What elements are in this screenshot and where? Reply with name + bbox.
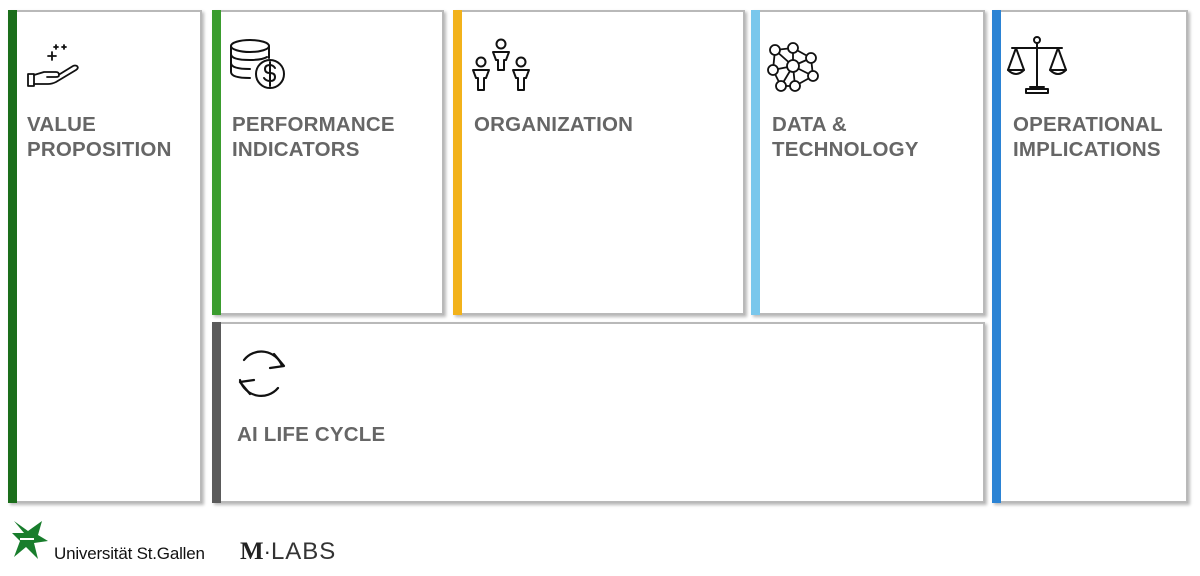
mlabs-logo: M·LABS [240,538,336,566]
performance-indicators-block: PERFORMANCE INDICATORS [212,10,444,315]
block-title: OPERATIONAL IMPLICATIONS [1013,113,1163,161]
accent-bar [992,10,1001,503]
accent-bar [212,322,221,503]
operational-implications-block: OPERATIONAL IMPLICATIONS [992,10,1188,503]
block-title: DATA & TECHNOLOGY [772,113,919,161]
mlabs-dot: · [263,539,271,564]
block-title: VALUE PROPOSITION [27,113,172,161]
accent-bar [8,10,17,503]
organization-block: ORGANIZATION [453,10,745,315]
people-hierarchy-icon [471,38,531,96]
coins-dollar-icon [228,36,290,94]
value-proposition-block: VALUE PROPOSITION [8,10,202,503]
accent-bar [453,10,462,315]
balance-scale-icon [1006,34,1068,96]
accent-bar [212,10,221,315]
block-title: AI LIFE CYCLE [237,423,386,446]
ai-life-cycle-block: AI LIFE CYCLE [212,322,985,503]
mlabs-m: M [240,538,264,565]
hand-sparkle-icon [26,44,86,92]
accent-bar [751,10,760,315]
mlabs-labs: LABS [270,538,337,565]
network-nodes-icon [765,38,823,96]
refresh-cycle-icon [232,344,292,404]
university-name: Universität St.Gallen [54,544,205,563]
block-title: PERFORMANCE INDICATORS [232,113,395,161]
block-title: ORGANIZATION [474,113,634,136]
hsg-leaf-logo [12,519,50,566]
data-technology-block: DATA & TECHNOLOGY [751,10,985,315]
